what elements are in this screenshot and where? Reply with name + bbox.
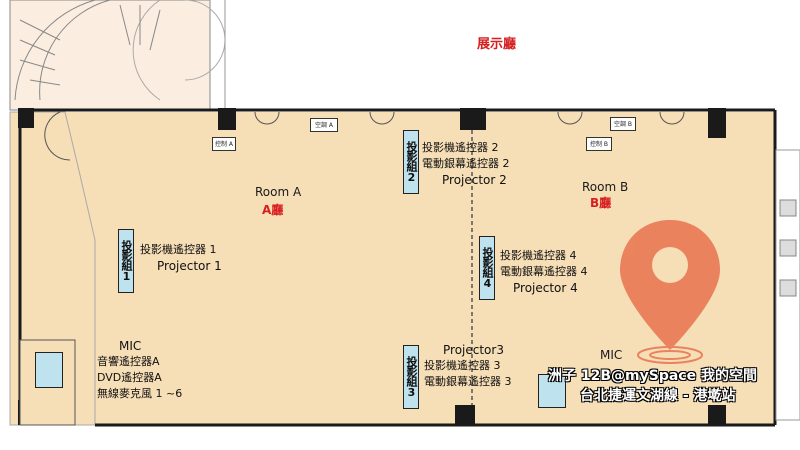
floor-area — [10, 112, 775, 425]
staircase — [9, 0, 226, 111]
small-box-d: 空調 B — [610, 117, 636, 131]
projector-2-name: Projector 2 — [442, 173, 507, 187]
room-a-label: Room A — [255, 185, 302, 199]
projector-3-name: Projector3 — [443, 343, 504, 357]
room-a-zh-label: A廳 — [262, 203, 284, 217]
projector-group-3: 投影組3 — [403, 345, 419, 409]
mic-a-label: MIC — [119, 339, 142, 353]
projector-4-remote: 投影機遙控器 4 — [500, 249, 577, 262]
projector-1-remote: 投影機遙控器 1 — [140, 243, 217, 256]
doors — [44, 111, 685, 161]
walls — [18, 108, 777, 427]
projector-group-2: 投影組2 — [403, 130, 419, 194]
small-box-a: 控制 A — [212, 137, 236, 151]
location-pin-icon — [620, 220, 720, 364]
mic-b-label: MIC — [600, 348, 623, 362]
projector-3-screen-remote: 電動銀幕遙控器 3 — [424, 375, 512, 388]
projector-1-name: Projector 1 — [157, 259, 222, 273]
watermark-line-2: 台北捷運文湖線 - 港墘站 — [580, 388, 736, 404]
small-box-b: 控制 B — [586, 137, 612, 151]
mic-box-b — [538, 374, 566, 408]
projector-4-screen-remote: 電動銀幕遙控器 4 — [500, 265, 588, 278]
projector-group-1: 投影組1 — [118, 229, 134, 293]
room-b-label: Room B — [582, 180, 629, 194]
exhibition-hall-label: 展示廳 — [477, 37, 517, 52]
watermark-line-1: 洲子 12B@mySpace 我的空間 — [548, 368, 757, 384]
projector-2-remote: 投影機遙控器 2 — [422, 141, 499, 154]
mic-box-a — [35, 352, 63, 388]
projector-4-name: Projector 4 — [513, 281, 578, 295]
projector-1-controls: 投影機遙控器 1 Projector 1 — [140, 242, 222, 274]
small-box-c: 空調 A — [310, 118, 338, 132]
dvd-remote-a: DVD遙控器A — [97, 371, 162, 384]
projector-2-screen-remote: 電動銀幕遙控器 2 — [422, 157, 510, 170]
room-b-zh-label: B廳 — [590, 196, 612, 210]
projector-4-controls: 投影機遙控器 4 電動銀幕遙控器 4 Projector 4 — [500, 248, 588, 296]
projector-3-remote: 投影機遙控器 3 — [424, 359, 501, 372]
projector-group-4: 投影組4 — [479, 236, 495, 300]
audio-remote-a: 音響遙控器A — [97, 355, 160, 368]
projector-3-controls: Projector3 投影機遙控器 3 電動銀幕遙控器 3 — [424, 342, 512, 390]
mic-a-controls: MIC 音響遙控器A DVD遙控器A 無線麥克風 1 ~6 — [97, 338, 182, 402]
projector-2-controls: 投影機遙控器 2 電動銀幕遙控器 2 Projector 2 — [422, 140, 510, 188]
wireless-mics: 無線麥克風 1 ~6 — [97, 387, 183, 400]
